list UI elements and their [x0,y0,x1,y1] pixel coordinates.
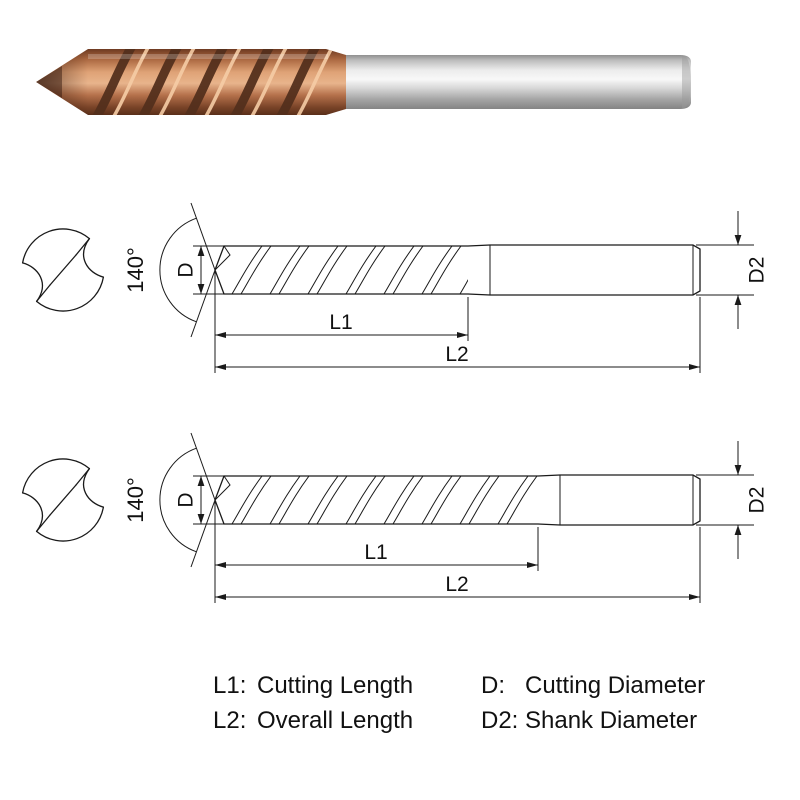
end-view [21,228,105,312]
dimension-d: D [175,475,224,525]
l2-label: L2 [445,573,468,596]
drill-photo [36,49,691,115]
legend-label-d: D: [481,672,505,699]
legend-text-d2: Shank Diameter [525,707,698,734]
legend-item-d: D: Cutting Diameter [481,672,705,700]
dimension-d2: D2 [696,211,769,329]
point-angle-label: 140° [123,477,148,523]
d-label: D [175,262,198,277]
legend-label-l2: L2: [213,707,247,734]
legend-label-d2: D2: [481,707,519,734]
flute-helix-lines [231,246,468,294]
d2-label: D2 [746,257,769,284]
legend-label-l1: L1: [213,672,247,699]
dimension-l1: L1 [214,272,469,373]
d-label: D [175,492,198,507]
legend: L1: Cutting Length D: Cutting Diameter L… [213,672,705,735]
dimension-d: D [175,245,224,295]
legend-text-l2: Overall Length [257,707,414,734]
photo-flutes [36,49,346,115]
technical-drawing-bottom: 140° D [21,432,769,603]
legend-text-l1: Cutting Length [257,672,414,699]
technical-drawing-top: 140° D [21,202,769,373]
legend-item-d2: D2: Shank Diameter [481,707,705,735]
l2-label: L2 [445,343,468,366]
dimension-l1: L1 [214,502,539,603]
point-angle-label: 140° [123,247,148,293]
flute-helix-lines [231,476,538,524]
drill-outline [214,244,701,296]
l1-label: L1 [329,311,352,334]
point-angle-annotation: 140° [123,202,216,338]
legend-text-d: Cutting Diameter [525,672,706,699]
dimension-l2: L2 [215,297,701,373]
l1-label: L1 [364,541,387,564]
d2-label: D2 [746,487,769,514]
point-angle-annotation: 140° [123,432,216,568]
photo-shank [327,55,691,109]
drill-outline [214,474,701,526]
dimension-d2: D2 [696,441,769,559]
end-view [21,458,105,542]
legend-item-l1: L1: Cutting Length [213,672,481,700]
dimension-l2: L2 [215,527,701,603]
legend-item-l2: L2: Overall Length [213,707,481,735]
